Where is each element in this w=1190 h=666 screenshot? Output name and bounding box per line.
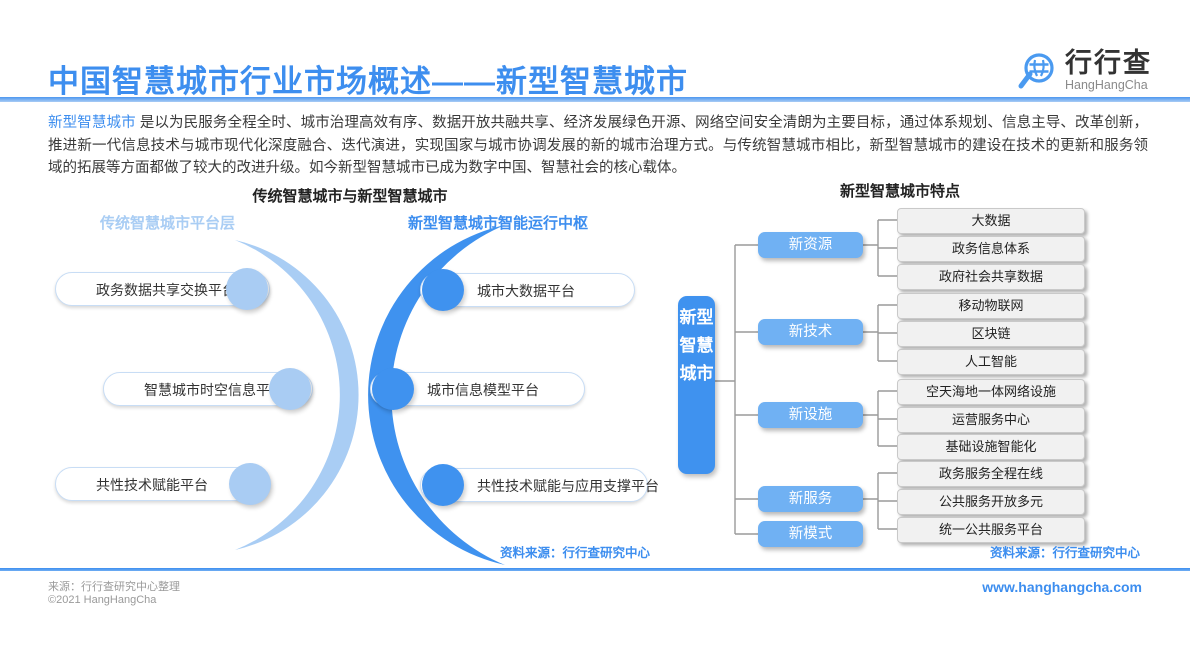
pill-dot	[229, 463, 271, 505]
branch-node: 新设施	[758, 402, 863, 428]
light-crescent-arc	[235, 240, 359, 550]
footer-website-link[interactable]: www.hanghangcha.com	[982, 579, 1142, 595]
page-title: 中国智慧城市行业市场概述——新型智慧城市	[48, 64, 688, 99]
traditional-platform-label: 传统智慧城市平台层	[100, 215, 236, 232]
new-platform-label: 新型智慧城市智能运行中枢	[408, 215, 589, 232]
footer-copyright: ©2021 HangHangCha	[48, 594, 157, 606]
intro-body: 是以为民服务全程全时、城市治理高效有序、数据开放共融共享、经济发展绿色开源、网络…	[48, 115, 1149, 176]
right-diagram-source: 资料来源：行行查研究中心	[989, 546, 1140, 560]
left-diagram-title: 传统智慧城市与新型智慧城市	[252, 188, 448, 205]
footer-source: 来源：行行查研究中心整理	[48, 581, 180, 593]
leaf-node: 基础设施智能化	[897, 434, 1085, 460]
leaf-node: 公共服务开放多元	[897, 489, 1085, 515]
intro-highlight: 新型智慧城市	[48, 115, 140, 131]
intro-paragraph: 新型智慧城市 是以为民服务全程全时、城市治理高效有序、数据开放共融共享、经济发展…	[48, 112, 1148, 180]
pill-dot	[422, 464, 464, 506]
branch-node: 新模式	[758, 521, 863, 547]
left-diagram-source: 资料来源：行行查研究中心	[499, 546, 650, 560]
logo-subtitle: HangHangCha	[1065, 78, 1148, 92]
header-divider	[0, 97, 1190, 102]
logo-name: 行行查	[1065, 48, 1152, 78]
leaf-node: 运营服务中心	[897, 407, 1085, 433]
pill-dot	[269, 368, 311, 410]
leaf-node: 政务信息体系	[897, 236, 1085, 262]
pill-dot	[372, 368, 414, 410]
leaf-node: 政务服务全程在线	[897, 461, 1085, 487]
pill-dot	[422, 269, 464, 311]
hanghangcha-logo: 行行查 HangHangCha	[1013, 48, 1152, 96]
branch-node: 新技术	[758, 319, 863, 345]
leaf-node: 空天海地一体网络设施	[897, 379, 1085, 405]
right-diagram-title: 新型智慧城市特点	[839, 183, 960, 200]
pill-dot	[226, 268, 268, 310]
leaf-node: 移动物联网	[897, 293, 1085, 319]
characteristics-tree-diagram: 新型智慧城市特点 新型智慧城市 新资源 新技术 新设施 新服务 新模式 大数据 …	[660, 180, 1165, 565]
dark-crescent-arc	[368, 225, 505, 565]
leaf-node: 人工智能	[897, 349, 1085, 375]
leaf-node: 政府社会共享数据	[897, 264, 1085, 290]
platform-comparison-diagram: 传统智慧城市与新型智慧城市 传统智慧城市平台层 新型智慧城市智能运行中枢 政务数…	[40, 185, 660, 565]
leaf-node: 区块链	[897, 321, 1085, 347]
leaf-node: 大数据	[897, 208, 1085, 234]
branch-node: 新资源	[758, 232, 863, 258]
magnifier-logo-icon	[1018, 53, 1054, 89]
tree-connectors	[715, 219, 897, 535]
footer-divider	[0, 568, 1190, 571]
crescent-arcs	[235, 225, 505, 565]
logo-text-block: 行行查 HangHangCha	[1065, 48, 1152, 92]
tree-root-node: 新型智慧城市	[678, 296, 715, 474]
branch-node: 新服务	[758, 486, 863, 512]
leaf-node: 统一公共服务平台	[897, 517, 1085, 543]
